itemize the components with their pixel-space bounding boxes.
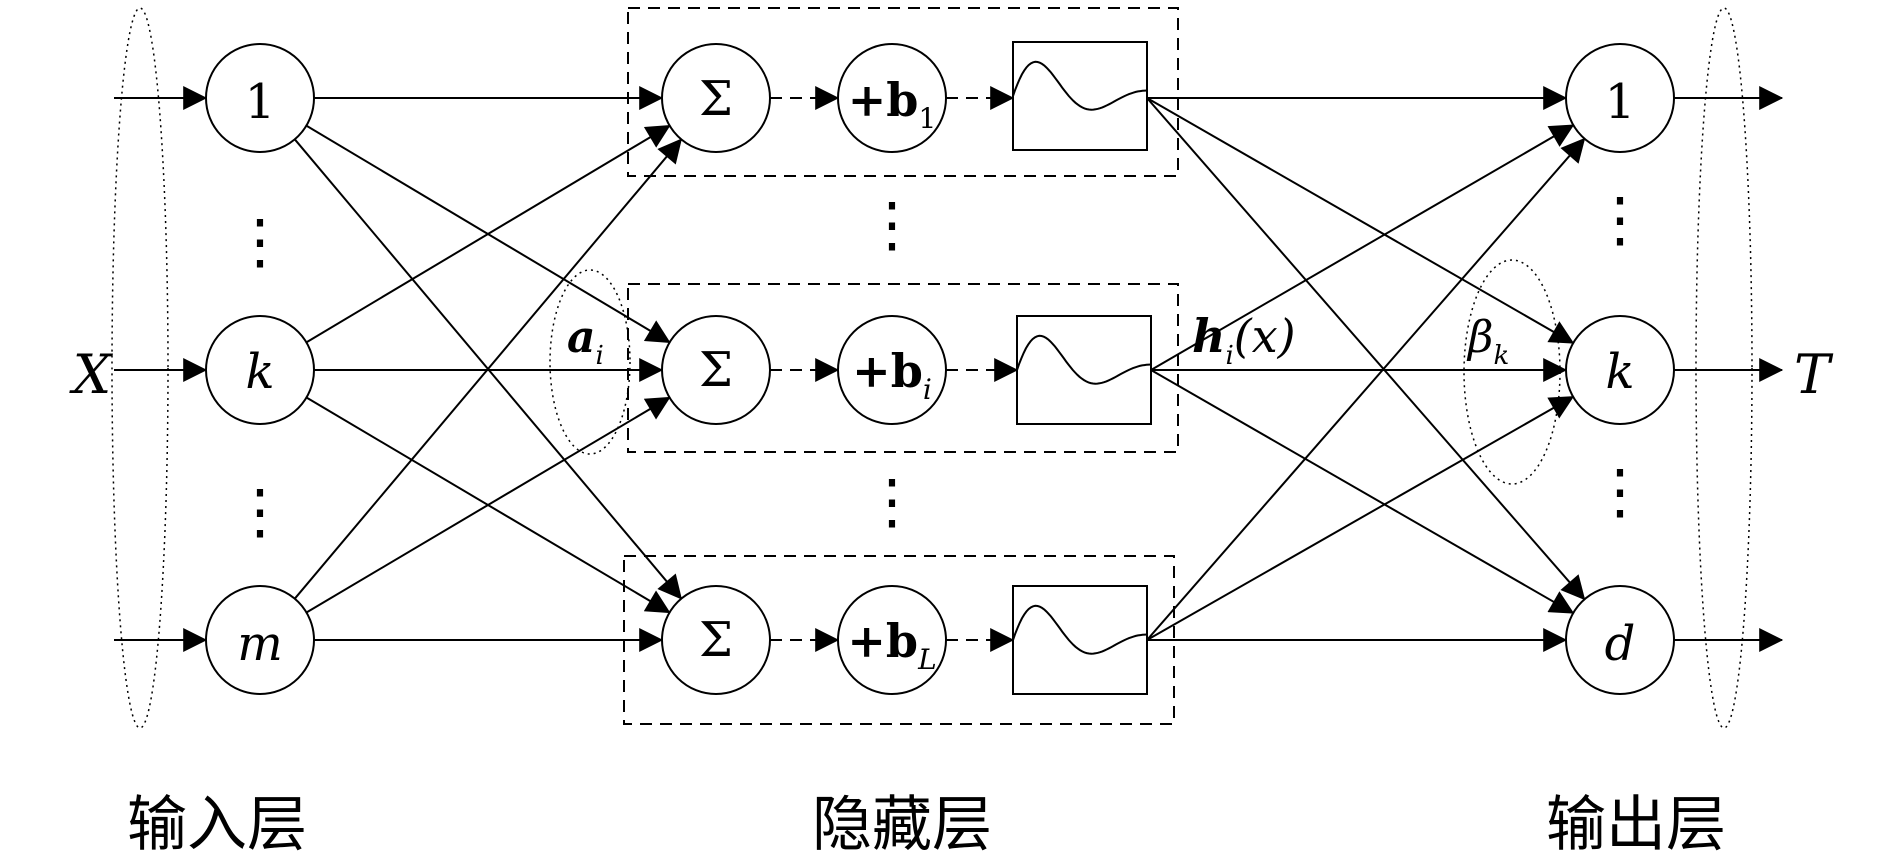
sum-node <box>661 585 771 695</box>
input-to-hidden-link <box>305 124 671 344</box>
hidden-to-output-link <box>1146 97 1575 344</box>
sum-node <box>661 315 771 425</box>
input-layer-caption: 输入层 <box>127 790 307 860</box>
sum-symbol-1: Σ <box>699 71 733 127</box>
hidden-neuron-frame <box>627 7 1179 177</box>
input-vector-label: X <box>69 343 114 406</box>
activation-curve <box>1016 334 1152 385</box>
ellipsis-hidden-bottom: ⋮ <box>862 467 922 537</box>
hidden-neuron-frame <box>627 283 1179 453</box>
input-node <box>205 43 315 153</box>
hidden-to-output-link <box>1150 124 1575 371</box>
bias-label-i: +bi <box>852 344 932 406</box>
output-vector-label: T <box>1794 343 1834 406</box>
sum-symbol-L: Σ <box>699 612 733 668</box>
input-weight-label: ai <box>567 312 604 371</box>
output-node <box>1565 43 1675 153</box>
input-node-label-1: 1 <box>245 74 276 130</box>
hidden-to-output-link <box>1146 395 1575 641</box>
output-node <box>1565 585 1675 695</box>
bias-node <box>837 585 947 695</box>
ellipsis-hidden-top: ⋮ <box>862 190 922 260</box>
output-node-label-1: 1 <box>1605 74 1636 130</box>
hidden-output-label: hi(x) <box>1192 309 1296 371</box>
output-node <box>1565 315 1675 425</box>
input-node <box>205 585 315 695</box>
sum-node <box>661 43 771 153</box>
input-to-hidden-link <box>293 138 683 600</box>
hidden-layer-caption: 隐藏层 <box>812 790 992 860</box>
bias-label-L: +bL <box>847 614 936 676</box>
connection-lines <box>114 86 1784 652</box>
hidden-neuron-frame <box>623 555 1175 725</box>
activation-curve <box>1012 60 1148 111</box>
output-node-label-d: d <box>1605 616 1636 672</box>
output-layer-caption: 输出层 <box>1546 790 1726 860</box>
input-to-hidden-link <box>305 396 671 614</box>
activation-curve <box>1012 604 1148 655</box>
ellipsis-input-bottom: ⋮ <box>230 477 290 547</box>
bias-label-1: +b1 <box>848 73 937 135</box>
ellipsis-output-bottom: ⋮ <box>1590 457 1650 527</box>
output-vector-oval <box>1695 7 1753 729</box>
input-node-label-k: k <box>245 344 274 400</box>
sum-symbol-i: Σ <box>699 342 733 398</box>
output-node-label-k: k <box>1605 344 1634 400</box>
bias-node <box>837 315 947 425</box>
ellipsis-input-top: ⋮ <box>230 207 290 277</box>
internal-dashed-links <box>770 86 1019 652</box>
input-weight-oval <box>549 269 631 455</box>
input-node-label-m: m <box>237 616 283 672</box>
ellipsis-output-top: ⋮ <box>1590 185 1650 255</box>
text-labels: 1 k m 1 k d Σ Σ Σ +b1 +bi +bL X T ai hi(… <box>69 71 1834 860</box>
hidden-to-output-link <box>1146 97 1586 601</box>
dotted-ovals <box>111 7 1753 729</box>
output-weight-oval <box>1463 259 1561 485</box>
node-shapes <box>205 41 1675 695</box>
input-node <box>205 315 315 425</box>
output-weight-label: βk <box>1466 312 1509 371</box>
hidden-to-output-link <box>1146 137 1586 641</box>
bias-node <box>837 43 947 153</box>
hidden-to-output-link <box>1150 369 1575 614</box>
hidden-neuron-frames <box>623 7 1179 725</box>
input-vector-oval <box>111 7 169 729</box>
